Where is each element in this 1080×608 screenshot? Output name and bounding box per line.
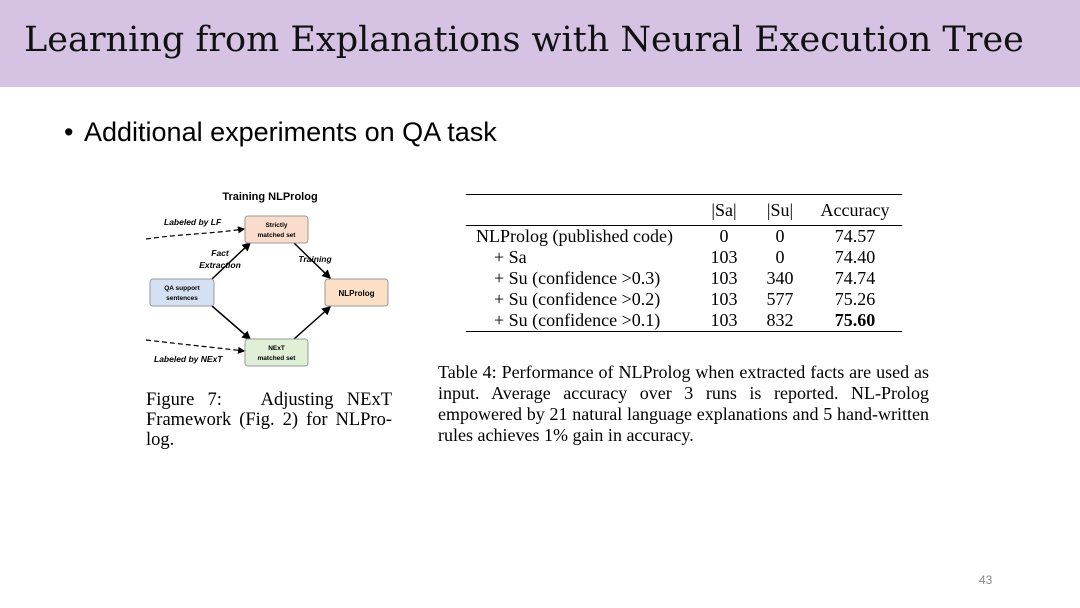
- page-number: 43: [979, 573, 993, 587]
- results-table: |Sa| |Su| Accuracy NLProlog (published c…: [466, 194, 902, 332]
- row-su: 340: [766, 268, 794, 288]
- nlprolog-box: [324, 278, 389, 307]
- qa-support-box: [149, 278, 215, 307]
- header-accuracy: Accuracy: [808, 194, 902, 226]
- header-sa: |Sa|: [696, 194, 752, 226]
- diagram-heading: Training NLProlog: [222, 191, 317, 203]
- table-caption-label: Table 4:: [438, 362, 497, 382]
- table-caption: Table 4: Performance of NLProlog when ex…: [438, 362, 929, 446]
- figure-caption: Figure 7: Adjusting NExT Framework (Fig.…: [146, 390, 392, 450]
- row-name: + Su (confidence >0.1): [466, 310, 696, 332]
- qa-support-line2: sentences: [166, 295, 198, 302]
- edge-next-to-nlprolog: [293, 306, 332, 340]
- header-empty: [466, 194, 696, 226]
- row-sa: 0: [696, 225, 752, 247]
- nlprolog-diagram: Training NLProlog Labeled by LF Labeled …: [145, 191, 389, 367]
- strict-set-line2: matched set: [258, 232, 297, 239]
- next-dashed-arrow: [145, 339, 246, 354]
- row-sa: 103: [710, 268, 738, 288]
- bullet-text: Additional experiments on QA task: [84, 117, 497, 147]
- strict-set-line1: Strictly: [265, 222, 287, 229]
- row-sa: 103: [696, 310, 752, 332]
- row-acc-best: 75.60: [808, 310, 902, 332]
- lf-dashed-arrow: [145, 226, 246, 240]
- row-acc: 75.26: [834, 289, 876, 309]
- labeled-by-next-label: Labeled by NExT: [154, 354, 223, 364]
- bullet-point: • Additional experiments on QA task: [64, 117, 497, 148]
- figure-caption-text: Adjusting NExT Framework (Fig. 2) for NL…: [146, 390, 392, 450]
- row-sa: 103: [710, 289, 738, 309]
- row-name: + Su (confidence >0.2): [494, 289, 661, 309]
- next-set-line1: NExT: [268, 345, 285, 352]
- row-acc: 74.40: [834, 247, 876, 267]
- row-name: + Sa: [494, 247, 527, 267]
- row-su: 0: [775, 247, 785, 267]
- bullet-dot: •: [64, 117, 74, 147]
- nlprolog-box-label: NLProlog: [339, 289, 375, 298]
- row-su: 577: [766, 289, 794, 309]
- table-caption-text: Performance of NLProlog when extracted f…: [438, 362, 930, 445]
- edge-qa-to-strict: [211, 241, 252, 280]
- slide-title: Learning from Explanations with Neural E…: [24, 20, 1024, 60]
- row-name: NLProlog (published code): [466, 225, 696, 247]
- row-sa: 103: [710, 247, 738, 267]
- title-bar: [0, 0, 1080, 87]
- figure-caption-label: Figure 7:: [146, 390, 222, 410]
- fact-label-1: Fact: [211, 248, 230, 258]
- labeled-by-lf-label: Labeled by LF: [164, 217, 222, 227]
- row-su: 832: [752, 310, 808, 332]
- row-name: + Su (confidence >0.3): [494, 268, 661, 288]
- next-set-box: [244, 338, 309, 367]
- header-su: |Su|: [752, 194, 808, 226]
- training-label: Training: [298, 254, 332, 264]
- fact-label-2: Extraction: [199, 260, 241, 270]
- edge-qa-to-next: [211, 305, 252, 340]
- qa-support-line1: QA support: [164, 285, 200, 292]
- next-set-line2: matched set: [258, 355, 297, 362]
- row-su: 0: [752, 225, 808, 247]
- edge-strict-to-nlprolog: [293, 242, 332, 280]
- strict-set-box: [244, 215, 309, 244]
- row-acc: 74.74: [834, 268, 876, 288]
- row-acc: 74.57: [808, 225, 902, 247]
